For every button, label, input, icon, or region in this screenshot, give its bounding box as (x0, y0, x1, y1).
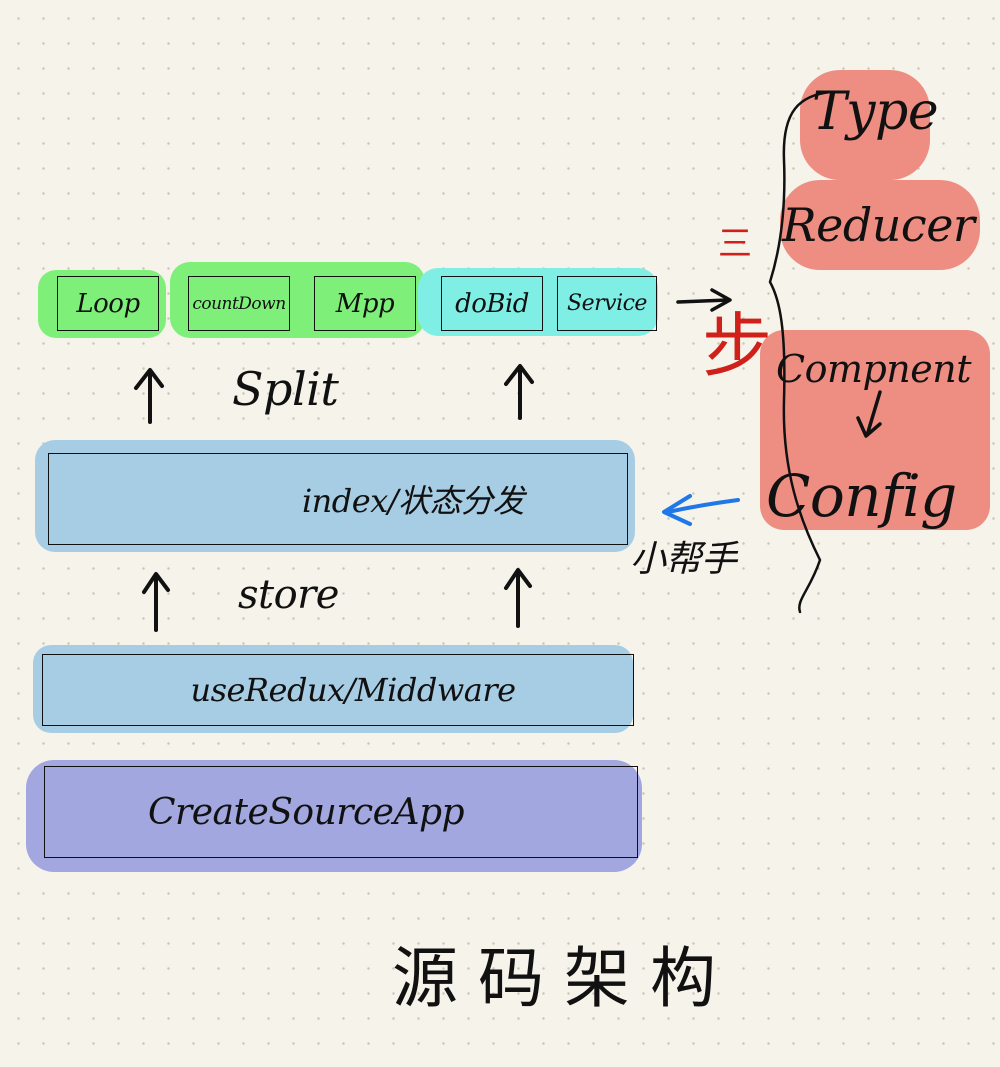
arrow-right-service (676, 288, 732, 312)
middleware-layer-label: useRedux/Middware (190, 671, 516, 709)
arrow-down-component-config (856, 390, 882, 438)
module-mpp-label: Mpp (335, 288, 395, 319)
config-label: Config (766, 462, 957, 530)
module-service-label: Service (567, 291, 647, 316)
helper-label: 小帮手 (630, 539, 737, 580)
index-layer-label: index/状态分发 (301, 482, 525, 520)
app-layer-label: CreateSourceApp (147, 791, 465, 833)
highlight-loop (38, 270, 166, 338)
index-layer: index/状态分发 (48, 453, 628, 545)
arrow-up-split-left (134, 368, 164, 424)
module-service: Service (557, 276, 657, 331)
highlight-app (26, 760, 642, 872)
module-dobid-label: doBid (455, 288, 529, 319)
footer-title: 源 码 架 构 (392, 940, 716, 1017)
store-label: store (238, 572, 339, 618)
module-countdown-label: countDown (192, 293, 286, 314)
arrow-up-store-left (142, 572, 170, 632)
red-note-top: 三 (718, 224, 752, 264)
highlight-index (35, 440, 635, 552)
highlight-type (800, 70, 930, 180)
highlight-countdown-mpp (170, 262, 425, 338)
module-loop: Loop (57, 276, 159, 331)
module-dobid: doBid (441, 276, 543, 331)
module-mpp: Mpp (314, 276, 416, 331)
arrow-up-split-right (504, 364, 534, 420)
reducer-label: Reducer (782, 198, 975, 252)
highlight-middleware (33, 645, 633, 733)
middleware-layer: useRedux/Middware (42, 654, 634, 726)
module-countdown: countDown (188, 276, 290, 331)
component-label: Compnent (776, 347, 972, 391)
app-layer: CreateSourceApp (44, 766, 638, 858)
arrow-blue-to-index (662, 494, 740, 526)
highlight-dobid-service (418, 268, 658, 336)
type-label: Type (812, 82, 939, 142)
arrow-up-store-right (504, 568, 532, 628)
highlight-reducer (780, 180, 980, 270)
red-note-bottom: 步 (702, 305, 772, 387)
split-label: Split (232, 362, 339, 416)
module-loop-label: Loop (76, 288, 140, 319)
brace-stroke (768, 90, 832, 614)
